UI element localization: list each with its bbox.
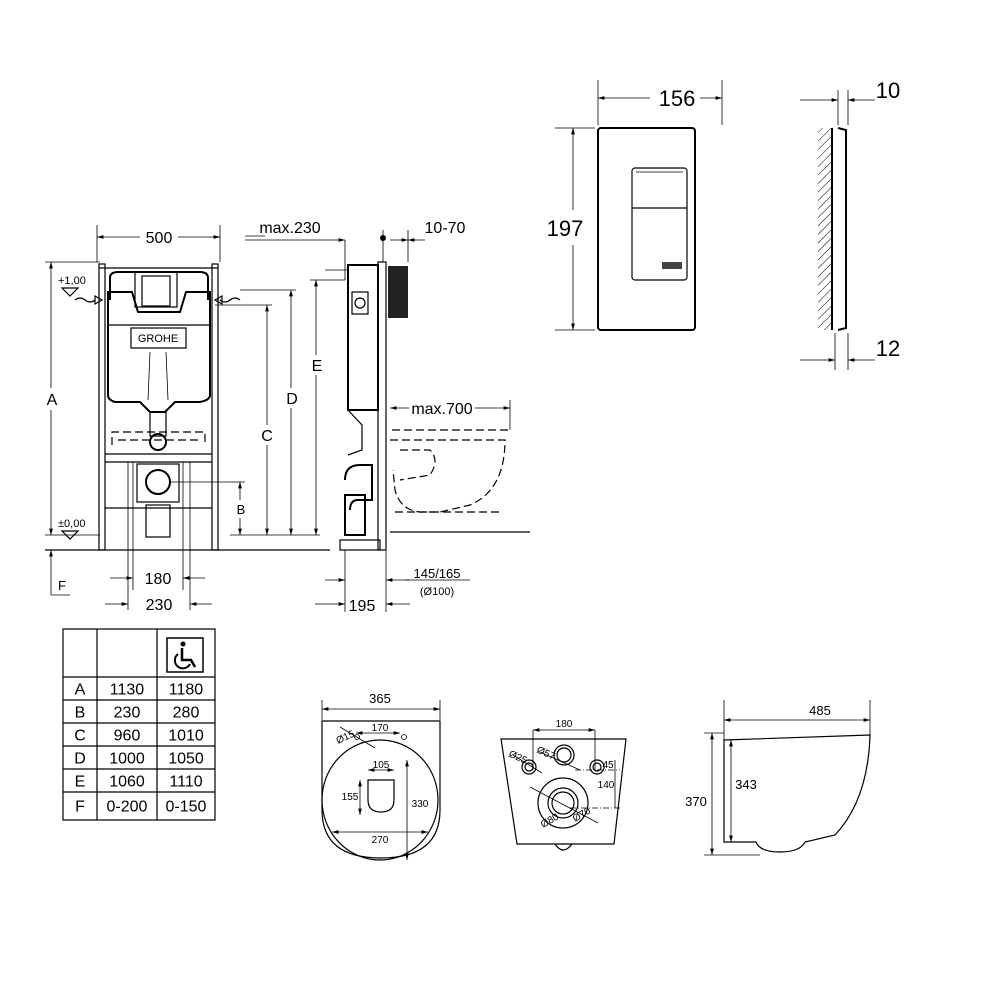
table-cell-accessible: 0-150 — [166, 799, 207, 816]
dia-57-label: Ø57 — [535, 745, 557, 763]
plate-depth-top-label: 10 — [876, 78, 900, 103]
opening-width-label: 105 — [373, 760, 390, 771]
table-cell-standard: 0-200 — [107, 799, 148, 816]
dim-d-label: D — [286, 391, 298, 408]
frame-front-view: 500 GROHE — [45, 225, 345, 614]
table-cell-key: E — [75, 774, 86, 791]
hole-dia-label: Ø15 — [335, 729, 357, 747]
max-700-label: max.700 — [411, 401, 472, 418]
opening-height-label: 155 — [342, 792, 359, 803]
table-cell-standard: 1130 — [110, 682, 145, 699]
table-cell-standard: 1000 — [109, 751, 145, 768]
level-top-label: +1,00 — [58, 275, 86, 287]
dimension-table — [62, 628, 216, 821]
plate-height-label: 197 — [547, 216, 584, 241]
dim-180-label: 180 — [145, 571, 172, 588]
flush-plate-front: 156 197 — [547, 80, 723, 331]
frame-brand-logo: GROHE — [138, 333, 178, 345]
offset-140-label: 140 — [598, 780, 615, 791]
range-10-70-label: 10-70 — [425, 220, 466, 237]
drain-dia-label: (Ø100) — [420, 586, 454, 598]
dim-c-label: C — [261, 428, 273, 445]
max-230-label: max.230 — [259, 220, 320, 237]
flush-plate-side: 10 12 — [800, 78, 900, 370]
bowl-side-view: 485 370 343 — [685, 700, 871, 856]
bowl-inner-height-label: 343 — [735, 777, 757, 792]
table-cell-standard: 1060 — [109, 774, 145, 791]
dim-230-label: 230 — [146, 597, 173, 614]
bowl-height-label: 370 — [685, 794, 707, 809]
table-cell-accessible: 1010 — [168, 728, 204, 745]
table-cell-key: F — [75, 799, 85, 816]
table-cell-key: C — [74, 728, 86, 745]
bowl-rear-view: 180 Ø25 Ø57 45 140 Ø80 Ø70 — [500, 719, 627, 851]
table-cell-key: D — [74, 751, 86, 768]
frame-side-view: max.230 10-70 max.700 145/165 (Ø100) — [245, 220, 530, 615]
table-row: D 1000 1050 — [63, 751, 215, 770]
hole-spacing-label: 170 — [372, 723, 389, 734]
table-row: A 1130 1180 — [63, 682, 215, 701]
bowl-width-label: 365 — [369, 691, 391, 706]
bowl-top-view: 365 170 Ø15 105 155 330 270 — [321, 691, 441, 861]
frame-width-label: 500 — [146, 230, 173, 247]
dim-a-label: A — [47, 392, 58, 409]
table-row: F 0-200 0-150 — [75, 799, 206, 816]
dim-195-label: 195 — [349, 598, 376, 615]
bowl-depth-label: 330 — [412, 799, 429, 810]
plate-width-label: 156 — [659, 86, 696, 111]
table-row: C 960 1010 — [63, 728, 215, 747]
table-cell-key: A — [75, 682, 86, 699]
table-cell-key: B — [75, 705, 86, 722]
wheelchair-icon — [166, 637, 204, 673]
plate-depth-bottom-label: 12 — [876, 336, 900, 361]
table-cell-standard: 230 — [114, 705, 141, 722]
table-row: B 230 280 — [63, 705, 215, 724]
dim-f-label: F — [58, 578, 66, 593]
table-cell-accessible: 1180 — [169, 682, 204, 699]
table-cell-standard: 960 — [114, 728, 141, 745]
drain-145-165-label: 145/165 — [414, 566, 461, 581]
table-row: E 1060 1110 — [63, 774, 215, 793]
table-cell-accessible: 1110 — [169, 774, 202, 791]
bolt-spacing-label: 180 — [556, 719, 573, 730]
seat-width-label: 270 — [372, 835, 389, 846]
offset-45-label: 45 — [602, 760, 614, 771]
dim-e-label: E — [312, 358, 323, 375]
dim-b-label: B — [237, 502, 246, 517]
bowl-length-label: 485 — [809, 703, 831, 718]
table-cell-accessible: 1050 — [168, 751, 204, 768]
table-cell-accessible: 280 — [173, 705, 200, 722]
level-zero-label: ±0,00 — [58, 518, 85, 530]
